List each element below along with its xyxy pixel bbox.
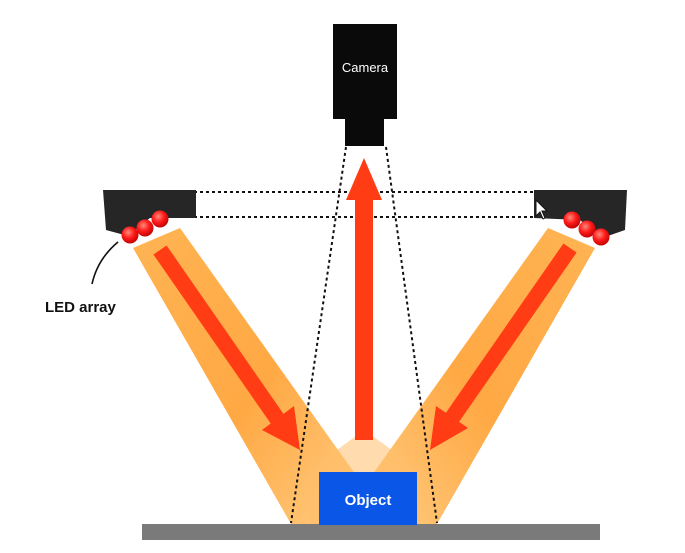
left-led-housing: [103, 190, 196, 244]
camera-label: Camera: [342, 60, 389, 75]
left-light-arrow: [153, 245, 300, 450]
reflected-light-arrow: [346, 158, 382, 440]
right-led: [592, 228, 610, 246]
right-light-arrow: [430, 243, 577, 450]
mouse-cursor-icon: [535, 198, 549, 220]
led-array-label: LED array: [45, 299, 117, 316]
object-block: [319, 472, 417, 525]
camera: Camera: [333, 24, 397, 146]
camera-lens: [345, 119, 384, 146]
right-led-housing: [534, 190, 627, 246]
base-platform: [142, 524, 600, 540]
camera-body: [333, 24, 397, 119]
left-led: [121, 226, 139, 244]
left-led: [151, 210, 169, 228]
object-label: Object: [345, 492, 392, 509]
led-label-pointer: [91, 241, 119, 285]
right-led: [578, 220, 596, 238]
left-led: [136, 219, 154, 237]
right-led: [563, 211, 581, 229]
